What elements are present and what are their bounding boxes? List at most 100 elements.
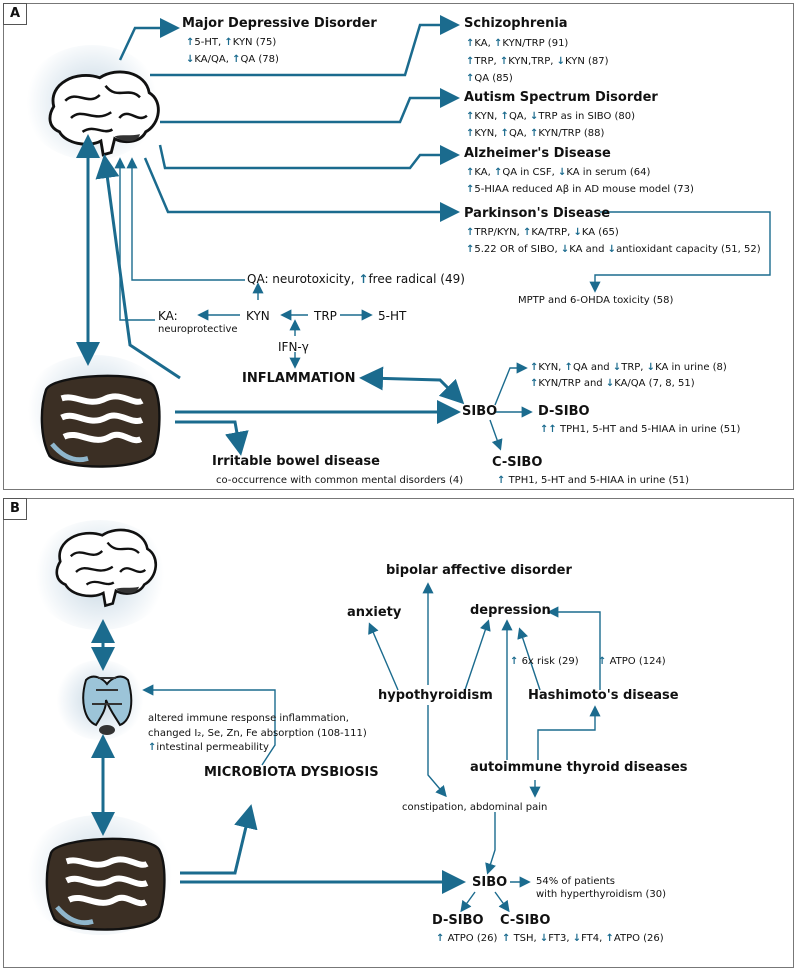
immune-line3: intestinal permeability — [148, 741, 269, 754]
down-arrow-icon: FT3, — [540, 933, 573, 944]
mdd-line1: 5-HT, KYN (75) — [186, 36, 276, 49]
hypothyroidism-label: hypothyroidism — [378, 688, 493, 703]
csibo-b-line: TSH, FT3, FT4, ATPO (26) — [502, 932, 664, 945]
mdd-line2: KA/QA, QA (78) — [186, 53, 279, 66]
down-arrow-icon: KA (65) — [573, 227, 618, 238]
up-arrow-icon: TPH1, 5-HT and 5-HIAA in urine (51) — [548, 424, 740, 435]
up-arrow-icon: KA, — [466, 167, 494, 178]
mptp-text: MPTP and 6-OHDA toxicity (58) — [518, 295, 674, 306]
pd-line1: TRP/KYN, KA/TRP, KA (65) — [466, 226, 619, 239]
ad-line1: KA, QA in CSF, KA in serum (64) — [466, 166, 650, 179]
up-arrow-icon: KYN/TRP (91) — [494, 38, 568, 49]
up-arrow-icon: 5-HT, — [186, 37, 224, 48]
pd-line2: 5.22 OR of SIBO, KA and antioxidant capa… — [466, 243, 761, 256]
down-arrow-icon: KA/QA (7, 8, 51) — [606, 378, 695, 389]
up-arrow-icon: QA in CSF, — [494, 167, 558, 178]
down-arrow-icon: KA in urine (8) — [647, 362, 727, 373]
risk-label: 6x risk (29) — [510, 655, 579, 668]
intestine-glow-b — [20, 815, 180, 935]
schizophrenia-line2: TRP, KYN,TRP, KYN (87) — [466, 55, 609, 68]
up-arrow-icon: KA/TRP, — [523, 227, 573, 238]
qa-label: QA: neurotoxicity, free radical (49) — [247, 272, 465, 286]
sibo-b-note1: 54% of patients — [536, 876, 616, 887]
up-arrow-icon: KYN (75) — [224, 37, 276, 48]
asd-line1: KYN, QA, TRP as in SIBO (80) — [466, 110, 635, 123]
down-arrow-icon: antioxidant capacity (51, 52) — [608, 244, 761, 255]
up-arrow-icon: 5.22 OR of SIBO, — [466, 244, 561, 255]
ka-sub: neuroprotective — [158, 324, 238, 335]
trp-label: TRP — [314, 309, 337, 323]
sibo-b-label: SIBO — [472, 875, 508, 890]
constipation-label: constipation, abdominal pain — [402, 802, 548, 813]
pd-title: Parkinson's Disease — [464, 206, 611, 221]
kyn-label: KYN — [246, 309, 270, 323]
dsibo-label: D-SIBO — [538, 404, 590, 419]
sibo-label: SIBO — [462, 404, 498, 419]
down-arrow-icon: KA in serum (64) — [558, 167, 650, 178]
5ht-label: 5-HT — [378, 309, 407, 323]
up-arrow-icon: TRP, — [466, 56, 500, 67]
down-arrow-icon: FT4, — [573, 933, 606, 944]
depression-label: depression — [470, 603, 551, 618]
ka-label: KA: — [158, 309, 178, 323]
up-arrow-icon: KA, — [466, 38, 494, 49]
dsibo-line: TPH1, 5-HT and 5-HIAA in urine (51) — [540, 423, 740, 436]
down-arrow-icon: KA/QA, — [186, 54, 232, 65]
intestine-glow — [20, 355, 170, 465]
dsibo-b-label: D-SIBO — [432, 913, 484, 928]
down-arrow-icon: TRP, — [613, 362, 647, 373]
sibo-line2: KYN/TRP and KA/QA (7, 8, 51) — [530, 377, 695, 390]
sibo-line1: KYN, QA and TRP, KA in urine (8) — [530, 361, 727, 374]
anxiety-label: anxiety — [347, 605, 402, 620]
down-arrow-icon: TRP as in SIBO (80) — [530, 111, 635, 122]
atpo-label: ATPO (124) — [598, 655, 666, 668]
up-arrow-icon: QA (78) — [232, 54, 279, 65]
brain-glow-b — [30, 520, 170, 630]
up-arrow-icon: TRP/KYN, — [466, 227, 523, 238]
down-arrow-icon: KA and — [561, 244, 608, 255]
thyroid-glow — [55, 660, 145, 740]
schizophrenia-line1: KA, KYN/TRP (91) — [466, 37, 568, 50]
up-arrow-icon: QA and — [565, 362, 613, 373]
asd-line2: KYN, QA, KYN/TRP (88) — [466, 127, 604, 140]
sibo-b-note2: with hyperthyroidism (30) — [536, 889, 667, 900]
inflammation-label: INFLAMMATION — [242, 371, 356, 386]
hashimoto-label: Hashimoto's disease — [528, 688, 679, 703]
ifn-label: IFN-γ — [278, 340, 309, 354]
up-arrow-icon: KYN, — [466, 111, 501, 122]
autoimmune-label: autoimmune thyroid diseases — [470, 760, 688, 775]
ibd-sub: co-occurrence with common mental disorde… — [216, 475, 464, 486]
up-arrow-icon: KYN/TRP and — [530, 378, 606, 389]
text-segment: QA: neurotoxicity, — [247, 272, 359, 286]
panel-a-label: A — [3, 3, 27, 25]
up-arrow-icon: KYN, — [530, 362, 565, 373]
schizophrenia-title: Schizophrenia — [464, 16, 568, 31]
immune-line1: altered immune response inflammation, — [148, 713, 349, 724]
brain-glow — [22, 45, 162, 160]
bipolar-label: bipolar affective disorder — [386, 563, 572, 578]
ibd-title: Irritable bowel disease — [212, 454, 380, 469]
down-arrow-icon: KYN (87) — [557, 56, 609, 67]
up-arrow-icon: QA, — [501, 128, 530, 139]
up-arrow-icon: ATPO (124) — [598, 656, 666, 667]
up-arrow-icon — [540, 424, 548, 435]
up-arrow-icon: 5-HIAA reduced Aβ in AD mouse model (73) — [466, 184, 694, 195]
up-arrow-icon: 6x risk (29) — [510, 656, 579, 667]
up-arrow-icon: TPH1, 5-HT and 5-HIAA in urine (51) — [497, 475, 689, 486]
ad-line2: 5-HIAA reduced Aβ in AD mouse model (73) — [466, 183, 694, 196]
immune-line2: changed I₂, Se, Zn, Fe absorption (108-1… — [148, 728, 367, 739]
schizophrenia-line3: QA (85) — [466, 72, 513, 85]
csibo-label: C-SIBO — [492, 455, 543, 470]
mdd-title: Major Depressive Disorder — [182, 16, 377, 31]
up-arrow-icon: ATPO (26) — [606, 933, 664, 944]
up-arrow-icon: KYN,TRP, — [500, 56, 557, 67]
panel-a — [3, 3, 794, 490]
up-arrow-icon: QA, — [501, 111, 530, 122]
csibo-b-label: C-SIBO — [500, 913, 551, 928]
up-arrow-icon: KYN, — [466, 128, 501, 139]
up-arrow-icon: ATPO (26) — [436, 933, 497, 944]
dsibo-b-line: ATPO (26) — [436, 932, 497, 945]
panel-b — [3, 498, 794, 968]
up-arrow-icon: KYN/TRP (88) — [530, 128, 604, 139]
panel-b-label: B — [3, 498, 27, 520]
